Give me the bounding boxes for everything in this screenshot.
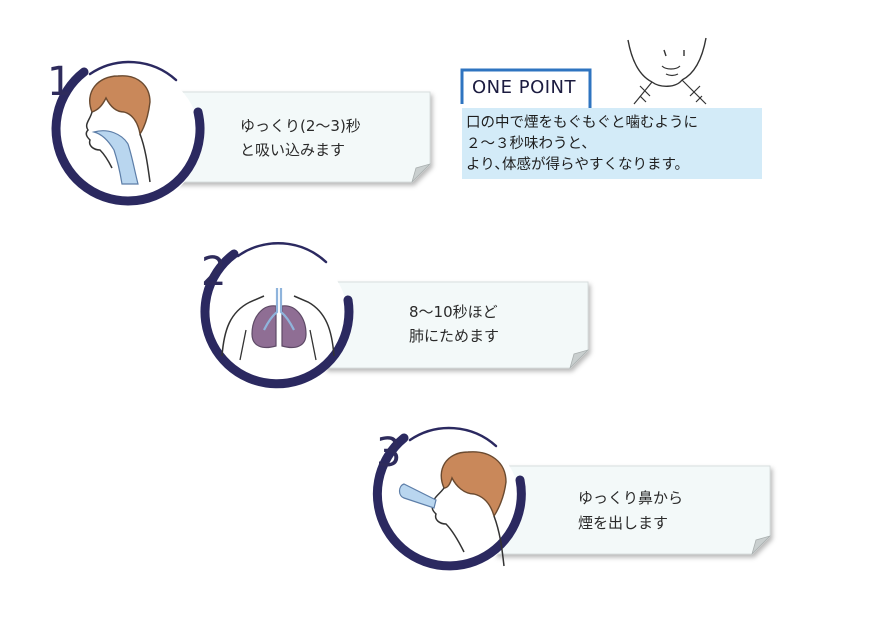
step1-number: 1 (47, 59, 73, 105)
step1-line2: と吸い込みます (240, 141, 346, 159)
step3-line2: 煙を出します (578, 514, 669, 532)
one-point-title: ONE POINT (472, 77, 577, 98)
step3-illustration (372, 426, 526, 573)
step3-card (494, 465, 772, 556)
step1-illustration (51, 60, 205, 208)
step2-card (324, 281, 590, 370)
one-point-box (460, 68, 762, 179)
step2-line2: 肺にためます (409, 327, 500, 345)
step2-illustration (200, 242, 354, 389)
one-point-line-3: より､体感が得らやすくなります。 (466, 157, 690, 173)
chin-illustration (627, 37, 707, 105)
step1-line1: ゆっくり(2〜3)秒 (240, 117, 361, 135)
step2-line1: 8〜10秒ほど (409, 303, 498, 321)
one-point-line-1: 口の中で煙をもぐもぐと噛むように (466, 115, 698, 131)
step2-number: 2 (201, 249, 227, 295)
step3-number: 3 (376, 430, 402, 476)
step3-line1: ゆっくり鼻から (578, 489, 684, 507)
one-point-line-2: ２〜３秒味わうと、 (466, 136, 596, 152)
